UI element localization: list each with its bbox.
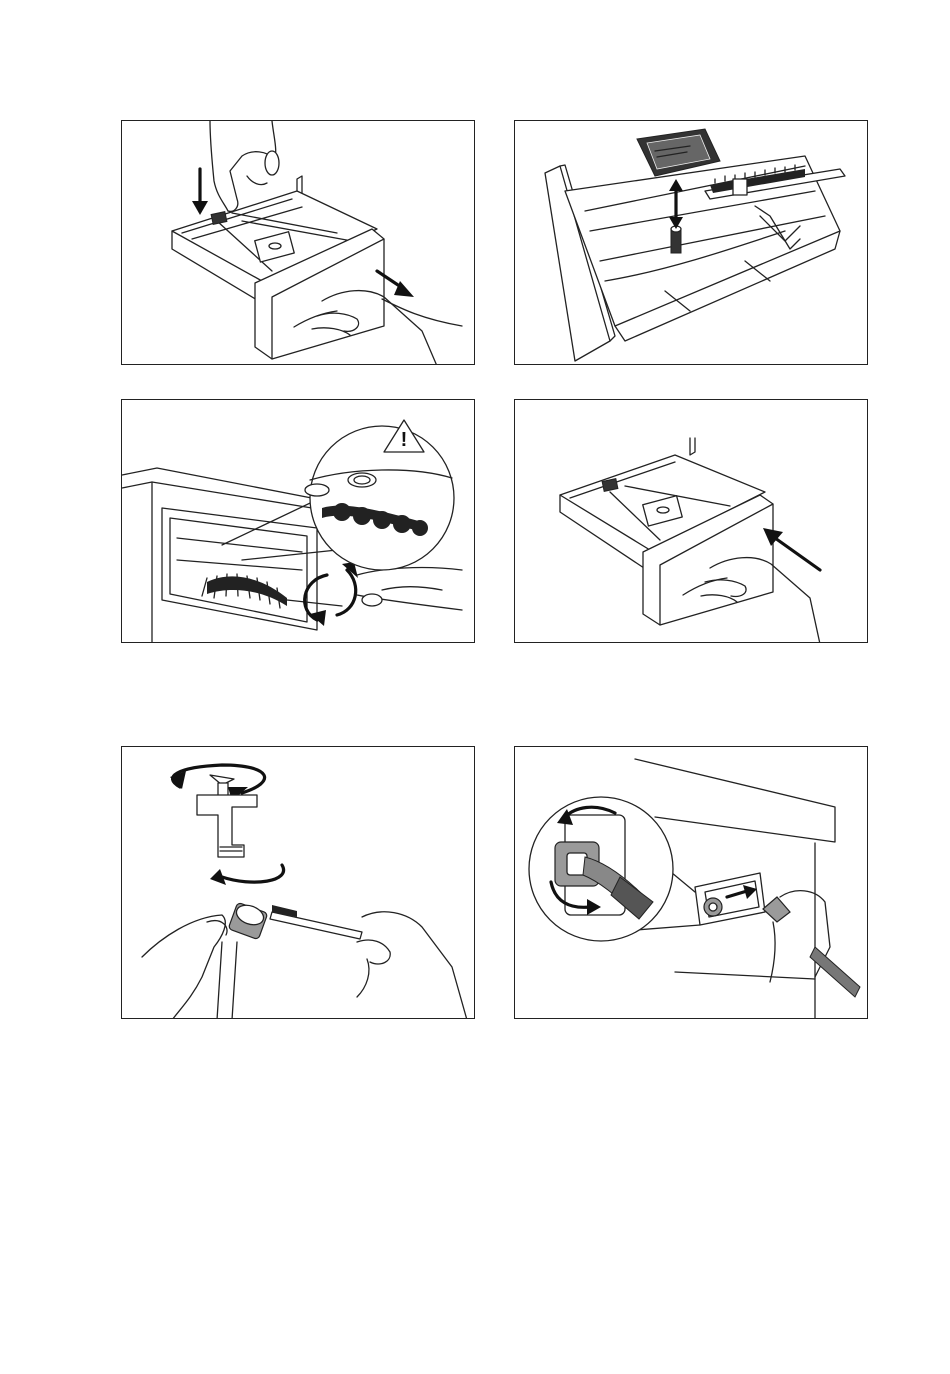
illustration-tap-cleaning	[121, 746, 475, 1019]
drawer-insert-removal-and-brush-cleaning-icon	[515, 121, 868, 365]
illustration-inlet-filter	[514, 746, 868, 1019]
illustration-drawer-removal	[121, 120, 475, 365]
illustration-insert-removal	[514, 120, 868, 365]
detergent-drawer-removal-icon	[122, 121, 475, 365]
svg-text:!: !	[401, 429, 408, 451]
drawer-reinsertion-icon	[515, 400, 868, 643]
drawer-recess-cleaning-with-warning-icon: !	[122, 400, 475, 643]
tap-and-hose-connector-cleaning-icon	[122, 747, 475, 1019]
illustration-recess-cleaning: !	[121, 399, 475, 643]
inlet-hose-filter-removal-icon	[515, 747, 868, 1019]
illustration-drawer-reinsertion	[514, 399, 868, 643]
